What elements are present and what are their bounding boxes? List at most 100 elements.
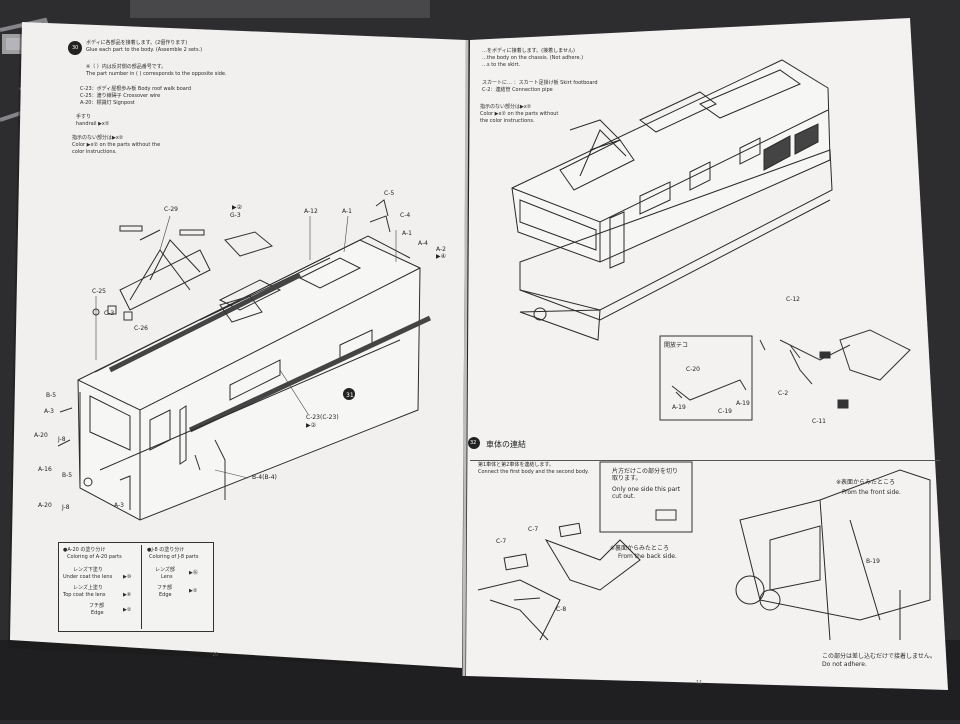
step-32-text-jp: 第1車体と第2車体を連結します。 — [478, 462, 554, 468]
handrail-code: ▶x② — [98, 121, 110, 127]
part-label: ▶② — [232, 204, 242, 211]
part-label: C-8 — [556, 606, 567, 613]
locomotive-body-left — [77, 235, 432, 521]
right-top-text: …the body on the chassis. (Not adhere.) — [482, 55, 584, 61]
legend-j8-row-en: Edge — [159, 592, 172, 598]
part-label: C-26 — [134, 325, 148, 332]
step-30-badge — [68, 41, 82, 55]
step-30-text-jp: ボディに各部品を接着します。(2個作ります) — [86, 40, 188, 46]
part-label: C-19 — [718, 408, 732, 415]
part-label: C-29 — [164, 206, 178, 213]
part-label: J-8 — [62, 504, 70, 511]
part-label: C-7 — [528, 526, 539, 533]
parts-item-1: C-23：ボディ屋根歩み板 Body roof walk board — [80, 86, 191, 92]
right-top-text: the color instructions. — [480, 118, 535, 124]
legend-j8-title-en: Coloring of J-8 parts — [149, 554, 199, 560]
callout-box — [599, 461, 693, 533]
front-side-en: From the front side. — [842, 489, 901, 496]
legend-a20-row-code: ▶② — [123, 607, 132, 613]
step-32-number: 32 — [470, 440, 477, 446]
step-30-number: 30 — [72, 45, 79, 51]
note1-en: The part number in ( ) corresponds to th… — [86, 71, 227, 77]
part-label: A-19 — [736, 400, 750, 407]
part-label: G-3 — [230, 212, 241, 219]
part-label: A-3 — [44, 408, 54, 415]
handrail-en: handrail — [76, 121, 97, 127]
locomotive-right — [511, 59, 833, 341]
callout-jp: 片方だけこの部分を切り取ります。 — [612, 468, 679, 482]
right-top-text: 指示のない部分は▶x② — [480, 104, 532, 110]
right-top-text: スカートに… ：スカート足掛け板 Skirt footboard — [482, 80, 598, 86]
legend-j8-row-en: Lens — [161, 574, 173, 580]
roof-plate — [224, 231, 274, 257]
legend-a20-row-jp: レンズ上塗り — [73, 585, 103, 591]
part-label: C-7 — [496, 538, 507, 545]
step-32-badge — [468, 437, 480, 449]
legend-a20-row-en: Top coat the lens — [63, 592, 106, 598]
part-label: C-5 — [384, 190, 395, 197]
back-side-en: From the back side. — [618, 553, 677, 560]
legend-j8-row-jp: レンズ部 — [155, 567, 175, 573]
part-label: A-20 — [38, 502, 52, 509]
part-label: A-4 — [418, 240, 428, 247]
legend-divider — [141, 545, 142, 629]
part-label: C-25 — [92, 288, 106, 295]
legend-a20-row-en: Edge — [91, 610, 104, 616]
color-legend-box: ●A-20 の塗り分け Coloring of A-20 parts レンズ下塗… — [58, 542, 214, 632]
part-label: B-5 — [46, 392, 57, 399]
part-label: J-8 — [58, 436, 66, 443]
part-label: A-20 — [34, 432, 48, 439]
part-label: C-3 — [104, 310, 115, 317]
part-label: A-1 — [342, 208, 352, 215]
page-number-left: 10 — [212, 652, 219, 658]
right-top-text: Color ▶x② on the parts without — [480, 111, 559, 117]
part-label: C-11 — [812, 418, 826, 425]
svg-text:31: 31 — [346, 392, 354, 399]
legend-j8-title-jp: ●J-8 の塗り分け — [147, 547, 185, 553]
legend-j8-row-code: ▶② — [189, 588, 198, 594]
part-label: A-2 — [436, 246, 446, 253]
step-30-text-en: Glue each part to the body. (Assemble 2 … — [86, 47, 203, 53]
part-label: C-2 — [778, 390, 789, 397]
callout-en: Only one side this part cut out. — [612, 486, 681, 500]
legend-a20-row-code: ▶⑥ — [123, 592, 132, 598]
parts-item-2: C-25：渡り線碍子 Crossover wire — [80, 93, 161, 99]
color-note-en: Color ▶x② on the parts without the color… — [72, 142, 161, 155]
part-label: C-4 — [400, 212, 411, 219]
part-label: C-23(C-23) — [306, 414, 339, 421]
front-side-jp: ※表面からみたところ — [836, 479, 896, 486]
legend-j8-row-jp: フチ部 — [157, 585, 173, 591]
back-side-jp: ※裏面からみたところ — [610, 545, 670, 552]
part-label: C-12 — [786, 296, 800, 303]
legend-a20-row-jp: フチ部 — [89, 603, 105, 609]
part-label: B-5 — [62, 472, 73, 479]
step-31-badge — [343, 388, 355, 400]
part-label: B-4(B-4) — [252, 474, 277, 481]
part-label: A-19 — [672, 404, 686, 411]
part-label: ▶② — [306, 422, 316, 429]
right-top-text: …s to the skirt. — [482, 62, 521, 68]
color-note-jp: 指示のない部分は▶x② — [72, 135, 124, 141]
parts-item-3: A-20：標識灯 Signpost — [80, 100, 135, 106]
no-glue-jp: この部分は差し込むだけで接着しません。 — [822, 653, 936, 660]
part-label: B-19 — [866, 558, 880, 565]
step-32-text-en: Connect the first body and the second bo… — [478, 469, 589, 475]
part-label: A-1 — [402, 230, 412, 237]
note1-jp: ※（ ）内は反対側の部品番号です。 — [86, 64, 167, 70]
inset-box — [659, 335, 753, 421]
right-top-text: …をボディに接着します。(接着しません) — [482, 48, 575, 54]
part-label: C-20 — [686, 366, 700, 373]
step-32-title: 車体の連結 — [486, 440, 526, 449]
legend-a20-row-en: Under coat the lens — [63, 574, 113, 580]
legend-j8-row-code: ▶⑯ — [189, 570, 198, 576]
part-label: A-16 — [38, 466, 52, 473]
part-label: A-3 — [114, 502, 124, 509]
page-number-right: 11 — [696, 680, 703, 686]
pantograph-right — [559, 119, 635, 191]
handrail-jp: 手すり — [76, 114, 92, 120]
legend-a20-row-code: ▶⑩ — [123, 574, 132, 580]
no-glue-en: Do not adhere. — [822, 661, 867, 668]
inset-title: 開放テコ — [664, 342, 689, 349]
